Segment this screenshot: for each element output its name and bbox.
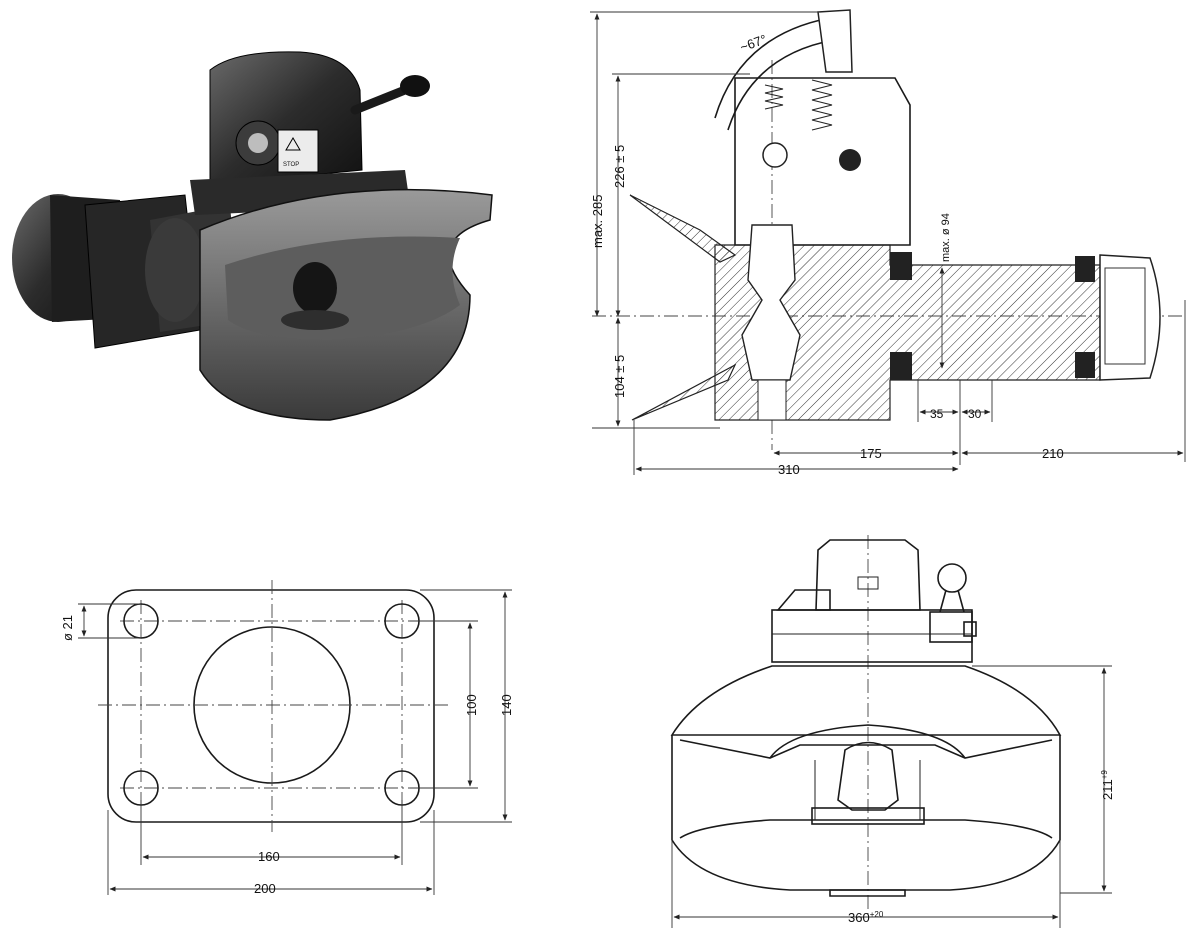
flange-view: ø 21 100 140 160 200 bbox=[60, 580, 514, 896]
dim-30: 30 bbox=[968, 407, 982, 421]
dim-210: 210 bbox=[1042, 446, 1064, 461]
dim-200: 200 bbox=[254, 881, 276, 896]
photo-label-text: STOP bbox=[283, 162, 299, 168]
dim-35: 35 bbox=[930, 407, 944, 421]
dim-211-tolerance: +9 bbox=[1100, 770, 1109, 780]
dim-max-285: max. 285 bbox=[590, 195, 605, 248]
coupling-photo: STOP bbox=[12, 51, 493, 421]
dim-hole-21: ø 21 bbox=[60, 615, 75, 641]
dim-360-value: 360 bbox=[848, 910, 870, 925]
dim-104: 104 ± 5 bbox=[612, 355, 627, 398]
section-view: max. 285 226 ± 5 104 ± 5 ~67° max. ø 94 … bbox=[590, 9, 1186, 477]
dim-310: 310 bbox=[778, 462, 800, 477]
dim-211: 211+9 bbox=[1100, 770, 1115, 800]
dim-angle: ~67° bbox=[738, 31, 769, 54]
dim-211-value: 211 bbox=[1100, 779, 1115, 800]
dim-226: 226 ± 5 bbox=[612, 145, 627, 188]
dim-360: 360+20 bbox=[848, 910, 884, 925]
front-view: 211+9 360+20 bbox=[670, 535, 1115, 928]
dim-360-tolerance: +20 bbox=[870, 910, 884, 919]
dim-160: 160 bbox=[258, 849, 280, 864]
dim-diameter-94: max. ø 94 bbox=[940, 213, 952, 262]
dim-100: 100 bbox=[464, 694, 479, 716]
dim-175: 175 bbox=[860, 446, 882, 461]
dim-140: 140 bbox=[499, 694, 514, 716]
